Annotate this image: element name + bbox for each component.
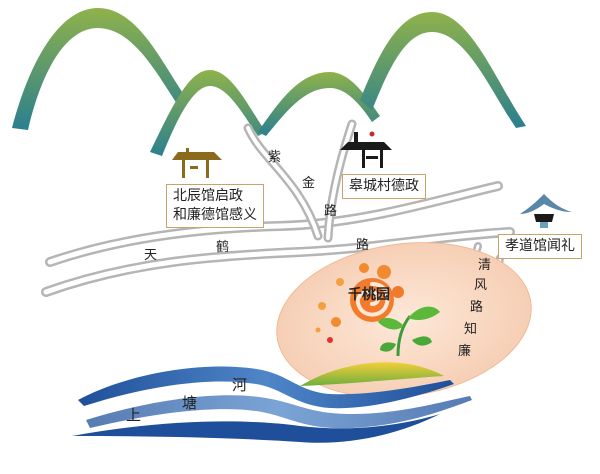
sprout-icon	[378, 306, 440, 357]
pavilion-icon	[172, 148, 222, 178]
road-label-zijin-char: 金	[302, 176, 316, 191]
road-label-qingfeng-char: 知	[464, 322, 478, 337]
river-label-char: 河	[232, 376, 248, 394]
place-label-text: 孝道馆闻礼	[505, 238, 575, 254]
gate-icon	[340, 131, 392, 168]
park-label: 千桃园	[348, 287, 390, 303]
place-label-text: 皋城村德政	[349, 178, 419, 194]
road-label-qingfeng-char: 廉	[458, 344, 472, 359]
roof-icon	[520, 194, 572, 228]
park-area	[276, 242, 532, 398]
road-label-zijin-char: 紫	[268, 150, 282, 165]
river-label-char: 塘	[182, 394, 198, 412]
place-label-line: 和廉德馆感义	[173, 207, 257, 223]
place-label-xiaodao: 孝道馆闻礼	[498, 234, 582, 259]
road-label-qingfeng-char: 风	[474, 278, 488, 293]
road-label-tianhe-char: 路	[356, 238, 370, 253]
place-label-gaocheng: 皋城村德政	[342, 174, 426, 199]
road-label-zijin-char: 路	[324, 204, 338, 219]
place-label-line: 北辰馆启政	[173, 188, 243, 204]
road-label-qingfeng-char: 清	[478, 258, 492, 273]
river	[72, 366, 472, 443]
spiral-logo-icon	[315, 263, 404, 343]
mountains	[12, 8, 526, 156]
road-label-qingfeng-char: 路	[470, 300, 484, 315]
road-label-tianhe-char: 天	[144, 248, 158, 263]
river-label-char: 上	[126, 406, 142, 424]
place-label-beichen: 北辰馆启政 和廉德馆感义	[166, 184, 264, 228]
road-label-tianhe-char: 鹤	[216, 240, 230, 255]
